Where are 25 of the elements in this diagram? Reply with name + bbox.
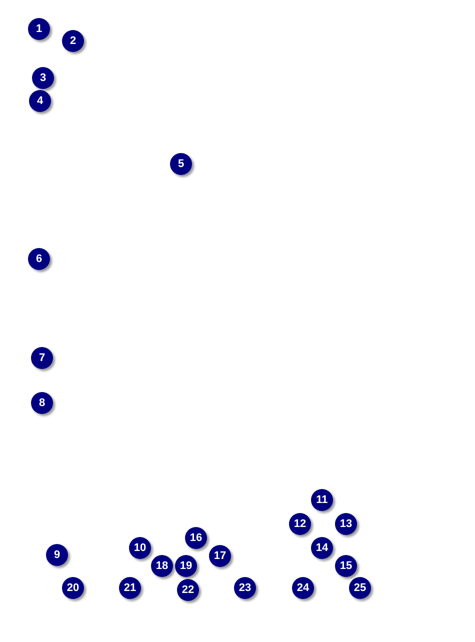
callout-number: 8 <box>31 392 53 414</box>
callout-number: 21 <box>119 577 141 599</box>
callout-number: 24 <box>292 577 314 599</box>
callout-number: 9 <box>46 544 68 566</box>
callout-number: 18 <box>151 555 173 577</box>
callout-number: 5 <box>170 153 192 175</box>
callout-number: 25 <box>349 577 371 599</box>
callout-number: 3 <box>32 67 54 89</box>
callout-number: 6 <box>28 248 50 270</box>
callout-number: 23 <box>234 577 256 599</box>
callout-number: 16 <box>185 527 207 549</box>
callout-number: 7 <box>31 347 53 369</box>
callout-number: 13 <box>335 513 357 535</box>
callout-number: 15 <box>335 555 357 577</box>
callout-number: 1 <box>28 18 50 40</box>
callout-number: 11 <box>311 489 333 511</box>
callout-number: 4 <box>29 90 51 112</box>
callout-number: 2 <box>62 30 84 52</box>
callout-number: 22 <box>177 579 199 601</box>
callout-number: 19 <box>175 555 197 577</box>
callout-number: 14 <box>311 537 333 559</box>
callout-number: 20 <box>62 577 84 599</box>
callout-number: 10 <box>129 537 151 559</box>
callout-number: 12 <box>289 513 311 535</box>
callout-number: 17 <box>209 545 231 567</box>
